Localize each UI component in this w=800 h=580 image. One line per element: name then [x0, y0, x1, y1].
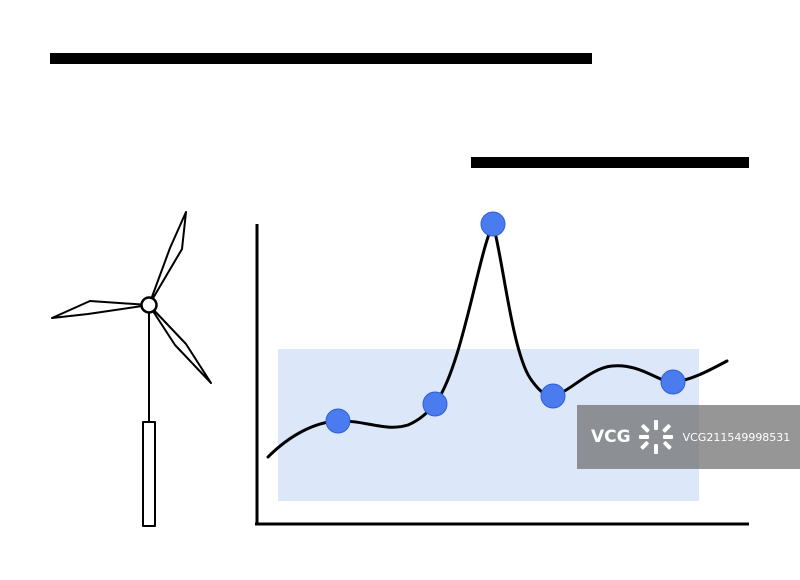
watermark: VCG VCG211549998531 [577, 405, 800, 469]
data-marker-3 [480, 211, 506, 237]
turbine-hub [140, 296, 158, 314]
turbine-blade-down [148, 304, 212, 384]
turbine-blade-up [148, 211, 187, 306]
turbine-blade-left [51, 300, 150, 319]
wind-turbine-icon [51, 211, 212, 527]
data-markers [325, 211, 686, 434]
data-marker-2 [422, 391, 448, 417]
data-marker-5 [660, 369, 686, 395]
watermark-id: VCG211549998531 [682, 430, 791, 444]
trend-line [266, 219, 729, 459]
turbine-base [142, 421, 156, 527]
watermark-logo: VCG [591, 427, 631, 447]
data-marker-4 [540, 383, 566, 409]
subtitle-placeholder-bar [471, 157, 749, 168]
watermark-burst-icon [638, 420, 673, 454]
title-placeholder-bar [50, 53, 592, 64]
data-marker-1 [325, 408, 351, 434]
